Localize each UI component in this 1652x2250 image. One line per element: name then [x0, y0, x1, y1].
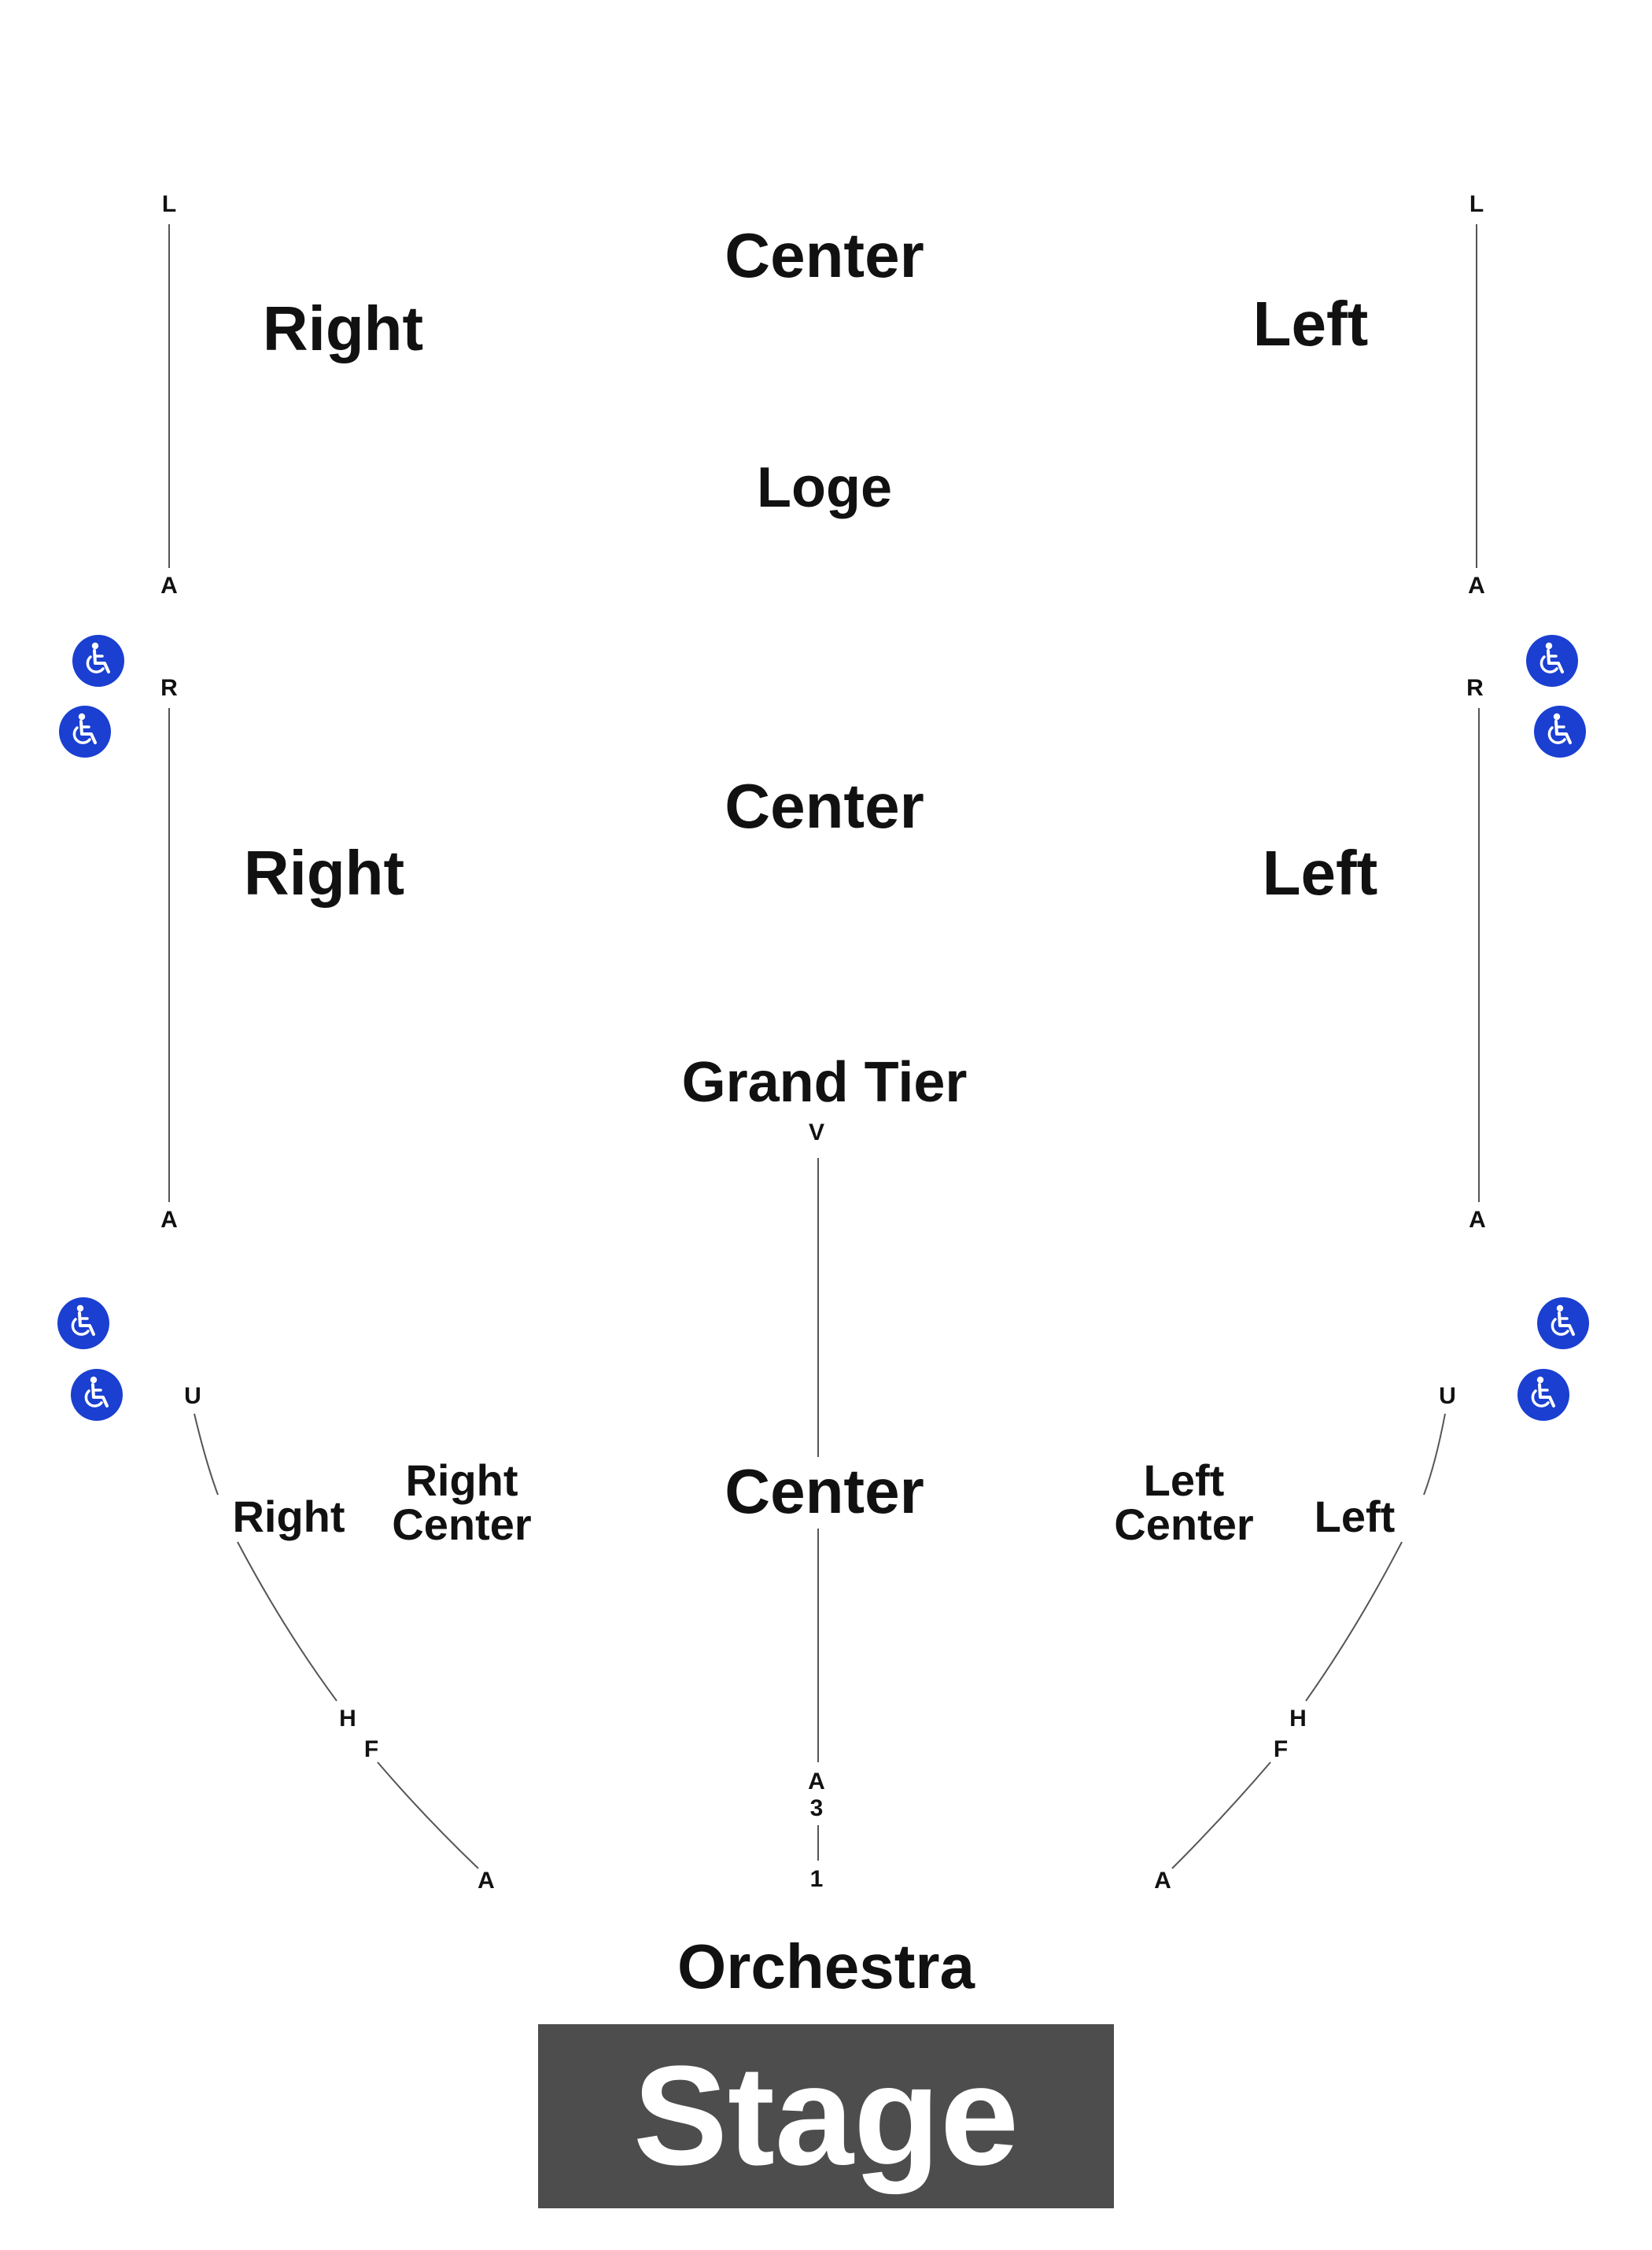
orchestra-center-row-a: A [808, 1769, 825, 1794]
orchestra-left-aisle-curve-mid [1305, 1541, 1403, 1702]
stage-label: Stage [632, 2037, 1020, 2195]
orchestra-left-center-line1: Left [1143, 1455, 1225, 1505]
wheelchair-icon[interactable] [70, 1368, 124, 1422]
orchestra-right-row-a: A [478, 1868, 495, 1894]
wheelchair-icon[interactable] [1525, 634, 1579, 688]
grand-tier-right-label: Right [243, 838, 405, 908]
stage: Stage [538, 2024, 1114, 2208]
orchestra-left-row-u: U [1439, 1383, 1456, 1409]
loge-right-row-bottom: A [160, 573, 178, 599]
orchestra-section-title: Orchestra [677, 1931, 975, 2001]
loge-left-row-bottom: A [1468, 573, 1485, 599]
wheelchair-icon[interactable] [58, 705, 112, 758]
orchestra-right-label: Right [232, 1492, 345, 1541]
wheelchair-icon[interactable] [1536, 1297, 1590, 1350]
loge-left-label: Left [1252, 289, 1369, 359]
orchestra-right-aisle-curve-mid [237, 1541, 337, 1702]
wheelchair-icon[interactable] [1533, 705, 1587, 758]
orchestra-right-center-line1: Right [405, 1455, 518, 1505]
grand-tier-left-label: Left [1262, 838, 1378, 908]
orchestra-center-label: Center [725, 1456, 924, 1526]
wheelchair-icon[interactable] [72, 634, 125, 688]
grand-tier-center-label: Center [725, 771, 924, 841]
orchestra-left-row-h: H [1289, 1706, 1307, 1732]
orchestra-left-center-line2: Center [1114, 1499, 1254, 1549]
loge-section-title: Loge [757, 456, 892, 519]
orchestra-right-row-f: F [363, 1736, 379, 1762]
grand-tier-section-title: Grand Tier [681, 1051, 968, 1114]
grand-tier-center-row-top: V [808, 1119, 825, 1145]
loge-center-label: Center [725, 220, 924, 290]
orchestra-right-row-h: H [339, 1706, 356, 1732]
loge-right-row-top: L [161, 191, 177, 217]
orchestra-left-center-label: Left Center [1114, 1459, 1253, 1547]
orchestra-right-center-line2: Center [392, 1499, 532, 1549]
orchestra-right-row-u: U [184, 1383, 201, 1409]
grand-tier-left-row-top: R [1466, 675, 1484, 701]
orchestra-left-row-f: F [1273, 1736, 1289, 1762]
orchestra-right-aisle-curve-lower [377, 1761, 479, 1869]
grand-tier-right-row-top: R [160, 675, 178, 701]
loge-right-label: Right [262, 293, 424, 363]
orchestra-right-center-label: Right Center [392, 1459, 531, 1547]
loge-left-row-top: L [1469, 191, 1484, 217]
grand-tier-left-row-bottom: A [1469, 1207, 1486, 1233]
orchestra-left-row-a: A [1154, 1868, 1171, 1894]
orchestra-right-aisle-curve-upper [194, 1413, 219, 1496]
orchestra-left-aisle-curve-lower [1171, 1761, 1271, 1869]
orchestra-left-label: Left [1314, 1492, 1396, 1541]
grand-tier-right-row-bottom: A [160, 1207, 178, 1233]
orchestra-center-seat-1: 1 [809, 1866, 824, 1892]
wheelchair-icon[interactable] [1517, 1368, 1570, 1422]
orchestra-left-aisle-curve-upper [1423, 1413, 1446, 1496]
orchestra-center-seat-3: 3 [809, 1795, 824, 1821]
wheelchair-icon[interactable] [57, 1297, 110, 1350]
